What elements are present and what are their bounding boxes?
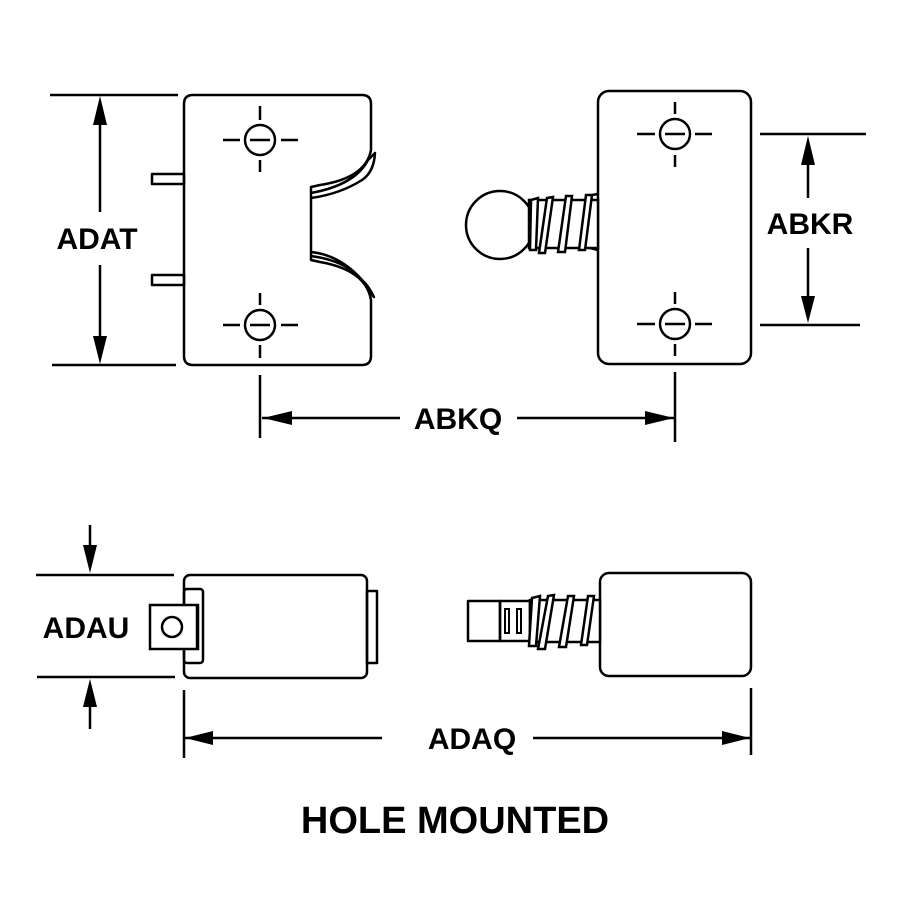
switch-body-outline: [182, 93, 373, 367]
threaded-bushing: [527, 192, 600, 255]
arrow-right: [645, 411, 674, 425]
end-cap: [365, 589, 379, 665]
front-view-left: [150, 93, 377, 438]
mounting-hole-bottom: [223, 293, 298, 438]
dimension-adaq: ADAQ: [182, 688, 753, 758]
push-button-knob: [464, 189, 536, 261]
arrow-down: [93, 336, 107, 364]
dimension-label-abkr: ABKR: [767, 208, 854, 241]
terminal-hole: [160, 615, 184, 639]
arrow-down: [83, 545, 97, 573]
cutout-lip-top: [310, 151, 377, 200]
switch-body-outline: [182, 573, 369, 680]
side-view-left: [148, 573, 379, 680]
side-view-right: [466, 571, 753, 678]
arrow-left: [185, 731, 213, 745]
mounting-hole-top: [637, 102, 712, 167]
dimension-label-adat: ADAT: [56, 223, 137, 256]
dimension-adau: ADAU: [36, 525, 175, 729]
cutout-lip-bottom: [310, 250, 376, 299]
figure-caption: HOLE MOUNTED: [301, 800, 609, 842]
arrow-down: [801, 296, 815, 323]
arrow-up: [83, 679, 97, 707]
front-view-right: [464, 89, 753, 442]
mounting-hole-bottom: [637, 292, 712, 442]
dimension-abkr: ABKR: [760, 132, 866, 327]
arrow-left: [263, 411, 292, 425]
dimension-abkq: ABKQ: [262, 403, 674, 436]
arrow-up: [93, 96, 107, 125]
switch-body-outline: [598, 571, 753, 678]
mounting-hole-top: [223, 106, 298, 172]
dimension-label-adau: ADAU: [43, 612, 130, 645]
terminal-pin-bottom: [150, 273, 186, 287]
plunger: [466, 599, 532, 643]
dimension-adat: ADAT: [50, 93, 178, 367]
arrow-right: [722, 731, 750, 745]
dimension-label-adaq: ADAQ: [428, 723, 516, 756]
terminal-tab: [148, 603, 200, 651]
arrow-up: [801, 136, 815, 165]
threaded-bushing: [527, 593, 602, 651]
terminal-pin-top: [150, 172, 186, 186]
dimension-label-abkq: ABKQ: [414, 403, 502, 436]
